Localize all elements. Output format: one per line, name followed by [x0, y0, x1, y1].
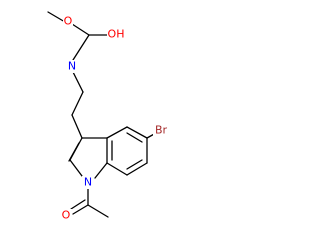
atom-label-oh: OH: [108, 28, 125, 41]
bond-ch2-c3: [71, 114, 83, 139]
bond-methyl-o: [47, 11, 66, 23]
atom-label-n-carbamate: N: [68, 60, 76, 73]
chemical-structure: O OH N Br N O: [47, 11, 170, 222]
bond-c2-n1: [69, 159, 83, 177]
bond-c3-c2-inner: [68, 142, 80, 162]
bond-c3a-c4: [106, 126, 128, 139]
atom-n-indole: N: [82, 176, 94, 189]
atom-labels: O OH N Br N O: [60, 15, 170, 222]
atom-label-o-acetyl: O: [62, 209, 71, 222]
bond-n-ch2: [72, 71, 84, 93]
bond-c4-c5-inner: [126, 132, 143, 143]
bond-o-carbonyl: [71, 23, 90, 36]
bond-carbonyl-n: [72, 34, 90, 61]
bond-c6-c7-inner: [126, 159, 143, 170]
bond-acetylc-o: [72, 204, 89, 215]
atom-o-methoxy: O: [63, 15, 73, 28]
atom-br: Br: [153, 124, 170, 137]
bond-lines: [47, 11, 157, 218]
bond-ch2-ch2: [71, 91, 84, 116]
bond-acetylc-o-inner: [70, 199, 86, 210]
bond-c7-c7a: [106, 162, 128, 176]
atom-oh: OH: [107, 28, 125, 41]
bond-n1-c7a: [94, 162, 108, 179]
atom-o-acetyl: O: [60, 209, 72, 222]
atom-label-br: Br: [155, 124, 168, 137]
atom-label-o-methoxy: O: [64, 15, 73, 28]
atom-n-carbamate: N: [66, 60, 78, 73]
bond-c4-c5: [126, 126, 148, 139]
bond-c6-c7: [126, 162, 148, 176]
atom-label-n-indole: N: [84, 176, 92, 189]
bond-acetylc-methyl: [87, 204, 109, 218]
